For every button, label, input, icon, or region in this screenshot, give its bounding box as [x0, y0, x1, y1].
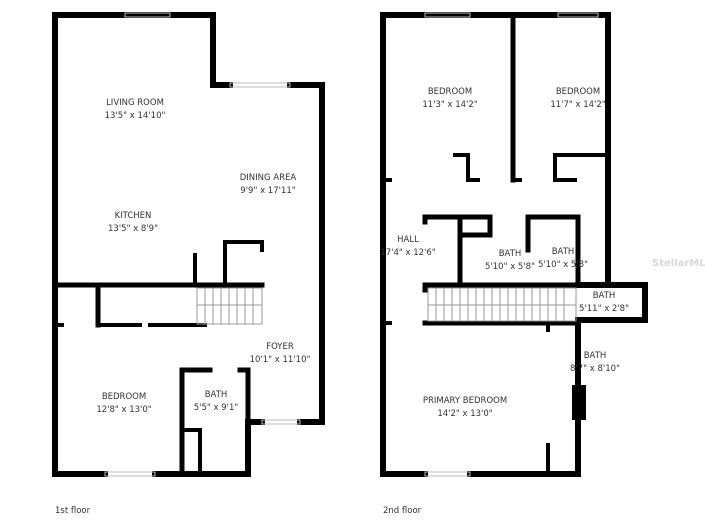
second-floor-walls — [380, 12, 648, 477]
second-floor-block — [572, 385, 586, 420]
first-floor-walls — [52, 12, 325, 477]
second-floor-windows — [424, 12, 599, 477]
watermark: StellarMLS — [652, 258, 705, 269]
first-floor-stairs — [196, 287, 263, 325]
floor-label-second: 2nd floor — [383, 506, 422, 516]
first-floor-windows — [104, 12, 301, 477]
second-floor-stairs — [427, 287, 577, 322]
floor-label-first: 1st floor — [55, 506, 91, 516]
